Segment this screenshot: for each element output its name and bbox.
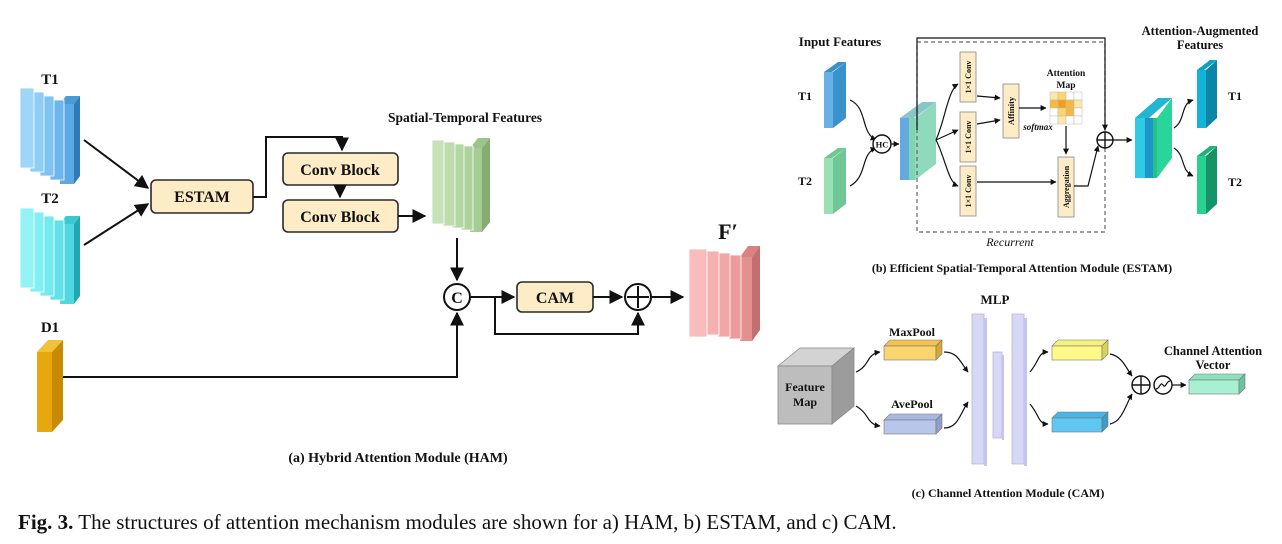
estam-t2-slab	[824, 148, 846, 214]
cam-vector-label-1: Channel Attention	[1164, 344, 1262, 358]
ham-output-label: F′	[718, 219, 738, 244]
estam-out-t2-slab	[1197, 146, 1217, 214]
estam-conv-b	[959, 111, 977, 163]
estam-attention-map	[1049, 91, 1083, 125]
ham-t2-stack	[19, 207, 80, 304]
cam-add-node	[1131, 375, 1151, 395]
estam-hc-label: HC	[876, 140, 889, 150]
cam-mlp-label: MLP	[981, 292, 1010, 307]
ham-cam-label: CAM	[536, 290, 574, 307]
cam-sigmoid-node	[1153, 375, 1173, 395]
ham-d1-block	[37, 340, 63, 432]
estam-output-label-1: Attention-Augmented	[1142, 24, 1259, 38]
estam-aggregation-label: Aggregation	[1062, 165, 1071, 208]
cam-panel: MLP Feature Map MaxPool AvePool	[776, 292, 1262, 500]
cam-attention-vector	[1188, 373, 1246, 395]
figure-caption-prefix: Fig. 3.	[18, 510, 74, 534]
ham-t2-label: T2	[41, 191, 59, 207]
estam-conv-a	[959, 51, 977, 103]
estam-softmax-label: softmax	[1022, 122, 1053, 132]
ham-conv-block-1-label: Conv Block	[300, 162, 380, 179]
cam-maxpool-label: MaxPool	[889, 325, 936, 339]
ham-estam-label: ESTAM	[174, 189, 230, 206]
estam-aggregation-box	[1057, 156, 1075, 218]
ham-output-stack	[688, 246, 760, 341]
estam-conv-b-label: 1×1 Conv	[964, 121, 973, 154]
estam-attn-map-label-2: Map	[1057, 81, 1076, 91]
estam-affinity-box	[1002, 83, 1020, 139]
estam-add-node	[1096, 131, 1114, 149]
estam-title: (b) Efficient Spatial-Temporal Attention…	[872, 261, 1172, 275]
cam-feature-label-1: Feature	[785, 380, 825, 394]
ham-spatial-stack	[431, 138, 490, 232]
estam-recurrent-label: Recurrent	[985, 235, 1034, 249]
cam-avepool-bar	[883, 413, 943, 435]
cam-mlp-layers	[971, 313, 1027, 466]
figure-caption: Fig. 3. The structures of attention mech…	[18, 510, 897, 535]
estam-output-label-2: Features	[1177, 38, 1223, 52]
ham-conv-block-2-label: Conv Block	[300, 209, 380, 226]
estam-out-t1-slab	[1197, 60, 1217, 128]
cam-maxpool-bar	[883, 339, 943, 361]
estam-affinity-label: Affinity	[1006, 96, 1016, 125]
estam-augmented-slab	[1135, 98, 1172, 178]
cam-feature-label-2: Map	[793, 395, 817, 409]
cam-mlp-out-bottom	[1051, 411, 1109, 433]
ham-panel: T1 T2 D1	[19, 72, 760, 466]
cam-avepool-label: AvePool	[891, 397, 933, 411]
ham-t1-label: T1	[41, 72, 59, 88]
estam-input-label: Input Features	[799, 34, 881, 49]
estam-merged-slab	[900, 102, 936, 180]
ham-concat-label: C	[451, 290, 463, 307]
ham-spatial-label: Spatial-Temporal Features	[388, 110, 542, 125]
estam-out-t2-label: T2	[1228, 175, 1242, 189]
cam-feature-map-cube	[776, 347, 856, 425]
cam-title: (c) Channel Attention Module (CAM)	[912, 486, 1105, 500]
ham-d1-label: D1	[41, 320, 59, 336]
estam-t2-label: T2	[798, 174, 812, 188]
estam-conv-c	[959, 165, 977, 217]
estam-t1-slab	[824, 62, 846, 128]
ham-title: (a) Hybrid Attention Module (HAM)	[288, 451, 508, 466]
cam-mlp-out-top	[1051, 339, 1109, 361]
figure-caption-text: The structures of attention mechanism mo…	[73, 510, 897, 534]
estam-attn-map-label-1: Attention	[1047, 69, 1086, 79]
estam-conv-a-label: 1×1 Conv	[964, 61, 973, 94]
cam-vector-label-2: Vector	[1196, 358, 1231, 372]
ham-t1-stack	[19, 87, 80, 184]
estam-panel: Input Features T1 T2 HC Recurrent	[798, 24, 1258, 275]
estam-conv-c-label: 1×1 Conv	[964, 175, 973, 208]
estam-t1-label: T1	[798, 89, 812, 103]
ham-add-node	[624, 283, 652, 311]
estam-out-t1-label: T1	[1228, 89, 1242, 103]
